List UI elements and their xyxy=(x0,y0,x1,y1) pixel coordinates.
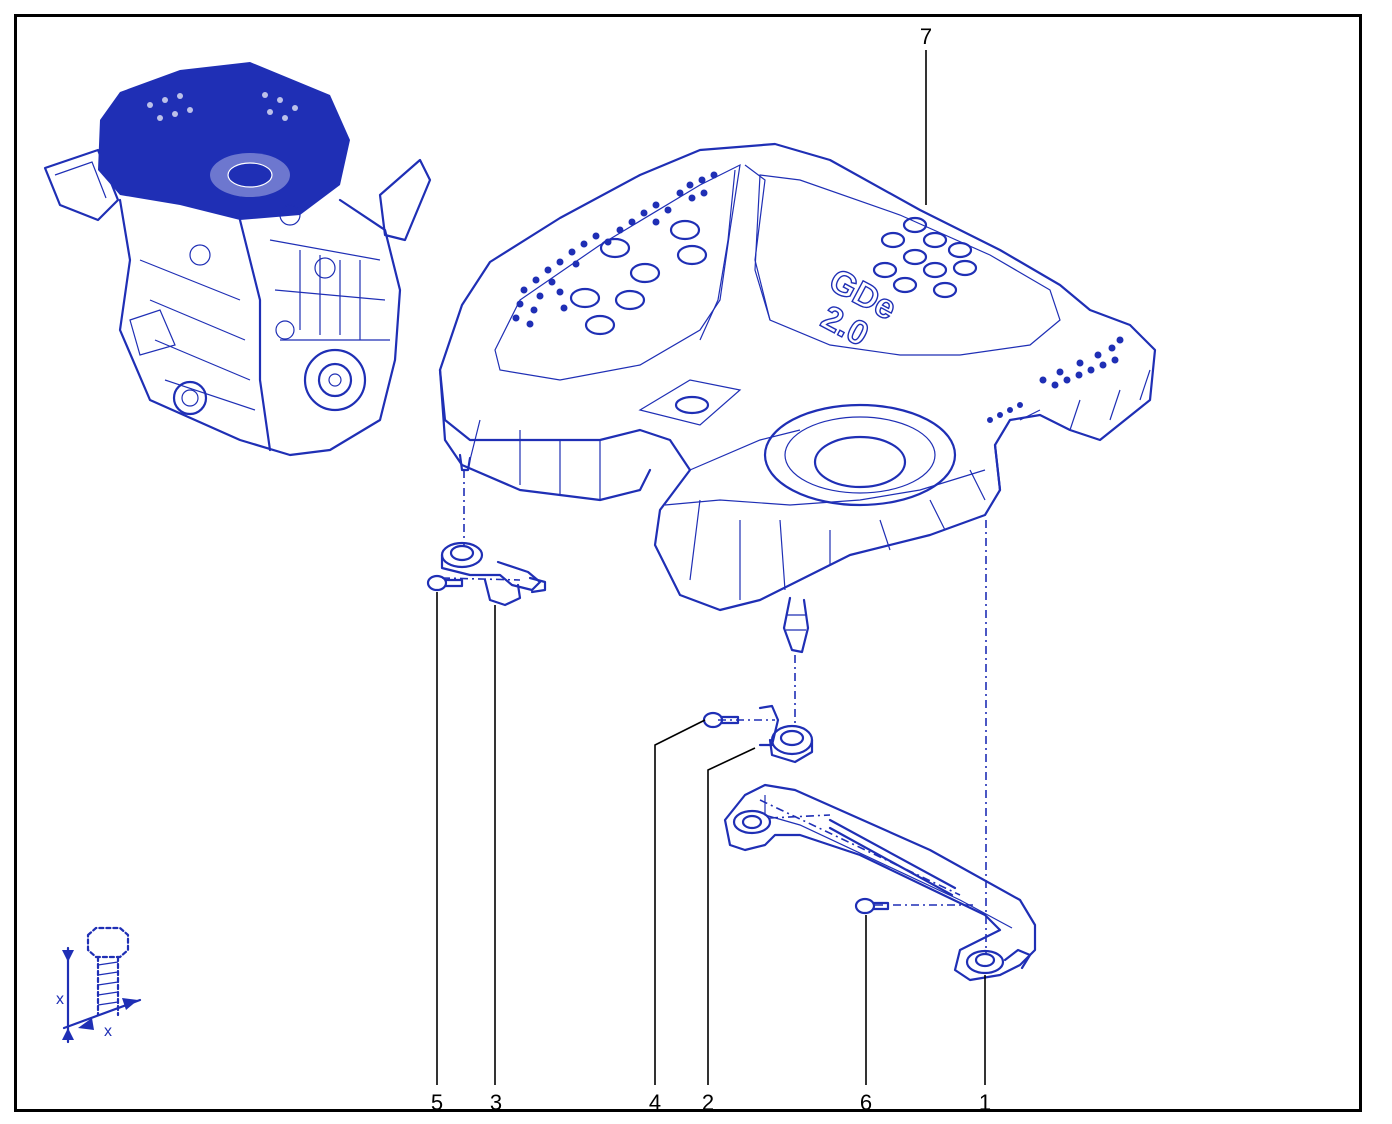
callout-6: 6 xyxy=(860,1090,872,1115)
torque-legend-x-horizontal: x xyxy=(104,1023,112,1040)
callout-7: 7 xyxy=(920,24,932,49)
callout-1: 1 xyxy=(979,1090,991,1115)
torque-legend-symbol: x x xyxy=(56,926,142,1044)
bolt-part-4 xyxy=(702,711,740,729)
engine-cover-part-7: GDe 2.0 xyxy=(438,142,1157,654)
grommet-bracket-part-3 xyxy=(440,541,547,607)
torque-legend-x-vertical: x xyxy=(56,991,64,1008)
callout-3: 3 xyxy=(490,1090,502,1115)
bolt-part-6 xyxy=(854,897,890,915)
callout-4: 4 xyxy=(649,1090,661,1115)
callout-5: 5 xyxy=(431,1090,443,1115)
callout-2: 2 xyxy=(702,1090,714,1115)
assembly-axis-lines xyxy=(441,470,987,955)
bolt-part-5 xyxy=(426,574,464,592)
engine-assembly-thumbnail xyxy=(43,62,432,457)
grommet-bracket-part-2 xyxy=(758,704,814,764)
callout-leaders xyxy=(436,50,986,1085)
support-bracket-part-1 xyxy=(723,783,1037,982)
